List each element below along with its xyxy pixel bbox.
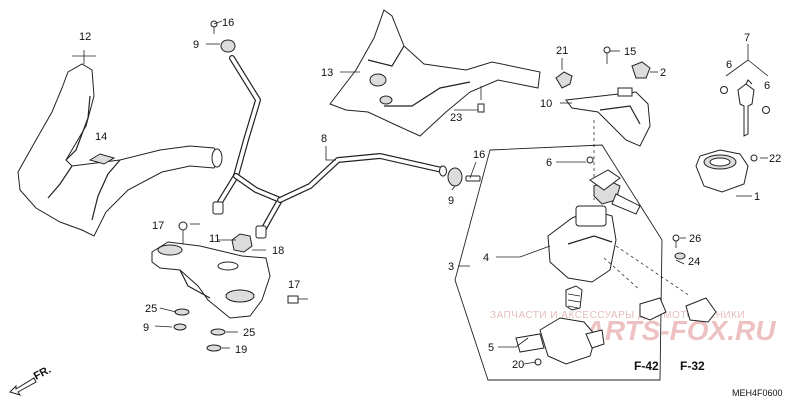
- callout-13: 13: [321, 67, 333, 79]
- callout-26: 26: [689, 233, 701, 245]
- callout-5: 5: [488, 342, 494, 354]
- keys: [720, 79, 770, 137]
- reference-labels: F-42 F-32: [634, 359, 705, 373]
- callout-17-right: 17: [288, 279, 300, 291]
- leader-lines: [72, 20, 769, 365]
- callout-6-left: 6: [726, 59, 732, 71]
- handlebar-pipe: [210, 20, 481, 239]
- callout-16-mid: 16: [473, 149, 485, 161]
- callout-numbers: 12 14 16 9 8 13 23 21 15 2 10 7 6 6 22 1…: [79, 17, 781, 371]
- front-direction-arrow: FR.: [9, 364, 53, 396]
- watermark-line1: ЗАПЧАСТИ И АКСЕССУАРЫ ДЛЯ МОТОТЕХНИКИ: [490, 310, 745, 321]
- callout-8: 8: [321, 133, 327, 145]
- callout-14: 14: [95, 131, 107, 143]
- callout-22: 22: [769, 153, 781, 165]
- callout-17-top: 17: [152, 220, 164, 232]
- key-cover: [695, 149, 758, 193]
- callout-10: 10: [540, 98, 552, 110]
- callout-9-top: 9: [193, 39, 199, 51]
- ignition-switch-frame: [454, 120, 717, 381]
- callout-25-right: 25: [243, 327, 255, 339]
- callout-9-bottom: 9: [143, 322, 149, 334]
- top-bridge: [151, 221, 308, 352]
- callout-3: 3: [448, 261, 454, 273]
- callout-15: 15: [624, 46, 636, 58]
- ignition-bracket: [555, 46, 651, 147]
- callout-2: 2: [660, 67, 666, 79]
- callout-6-right: 6: [764, 80, 770, 92]
- callout-9-mid: 9: [448, 195, 454, 207]
- ref-label-f42: F-42: [634, 359, 659, 373]
- callout-21: 21: [556, 45, 568, 57]
- callout-23: 23: [450, 112, 462, 124]
- callout-20: 20: [512, 359, 524, 371]
- callout-16-top: 16: [222, 17, 234, 29]
- callout-1: 1: [754, 191, 760, 203]
- callout-25-left: 25: [145, 303, 157, 315]
- callout-6-mid: 6: [546, 157, 552, 169]
- diagram-code: MEH4F0600: [732, 388, 783, 398]
- callout-18: 18: [272, 245, 284, 257]
- inner-panel: [329, 9, 541, 137]
- callout-4: 4: [483, 252, 489, 264]
- callout-19: 19: [235, 344, 247, 356]
- ref-label-f32: F-32: [680, 359, 705, 373]
- callout-24: 24: [688, 256, 700, 268]
- callout-11: 11: [209, 233, 220, 245]
- callout-7: 7: [744, 32, 750, 44]
- callout-12: 12: [79, 31, 91, 43]
- handlebar-cover: [17, 63, 223, 237]
- direction-label: FR.: [32, 364, 53, 383]
